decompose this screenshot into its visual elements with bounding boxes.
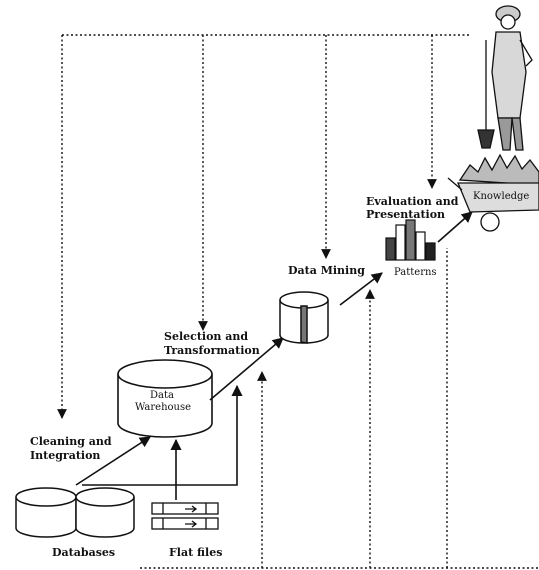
- patterns-label: Patterns: [394, 267, 437, 278]
- patterns-icon: [385, 219, 436, 261]
- cleaning-label-2: Integration: [30, 449, 100, 462]
- knowledge-wheelbarrow-icon: [447, 153, 539, 232]
- miner-figure-icon: [477, 5, 533, 151]
- data-warehouse-label-1: Data: [150, 390, 174, 401]
- feedback-loop: [57, 34, 539, 569]
- knowledge-label: Knowledge: [473, 191, 529, 202]
- evaluation-label-2: Presentation: [366, 208, 445, 221]
- databases-label: Databases: [52, 546, 115, 559]
- evaluation-label-1: Evaluation and: [366, 195, 459, 208]
- data-mining-label: Data Mining: [288, 264, 365, 277]
- cleaning-label-1: Cleaning and: [30, 435, 112, 448]
- data-warehouse-icon: [117, 359, 213, 438]
- data-warehouse-label-2: Warehouse: [135, 402, 191, 413]
- flat-files-icon: [151, 502, 219, 530]
- flat-files-label: Flat files: [169, 546, 222, 559]
- selection-label-2: Transformation: [164, 344, 260, 357]
- flow-arrows: [75, 211, 473, 500]
- selection-label-1: Selection and: [164, 330, 248, 343]
- data-mining-icon: [279, 291, 329, 344]
- databases-icon: [15, 487, 135, 538]
